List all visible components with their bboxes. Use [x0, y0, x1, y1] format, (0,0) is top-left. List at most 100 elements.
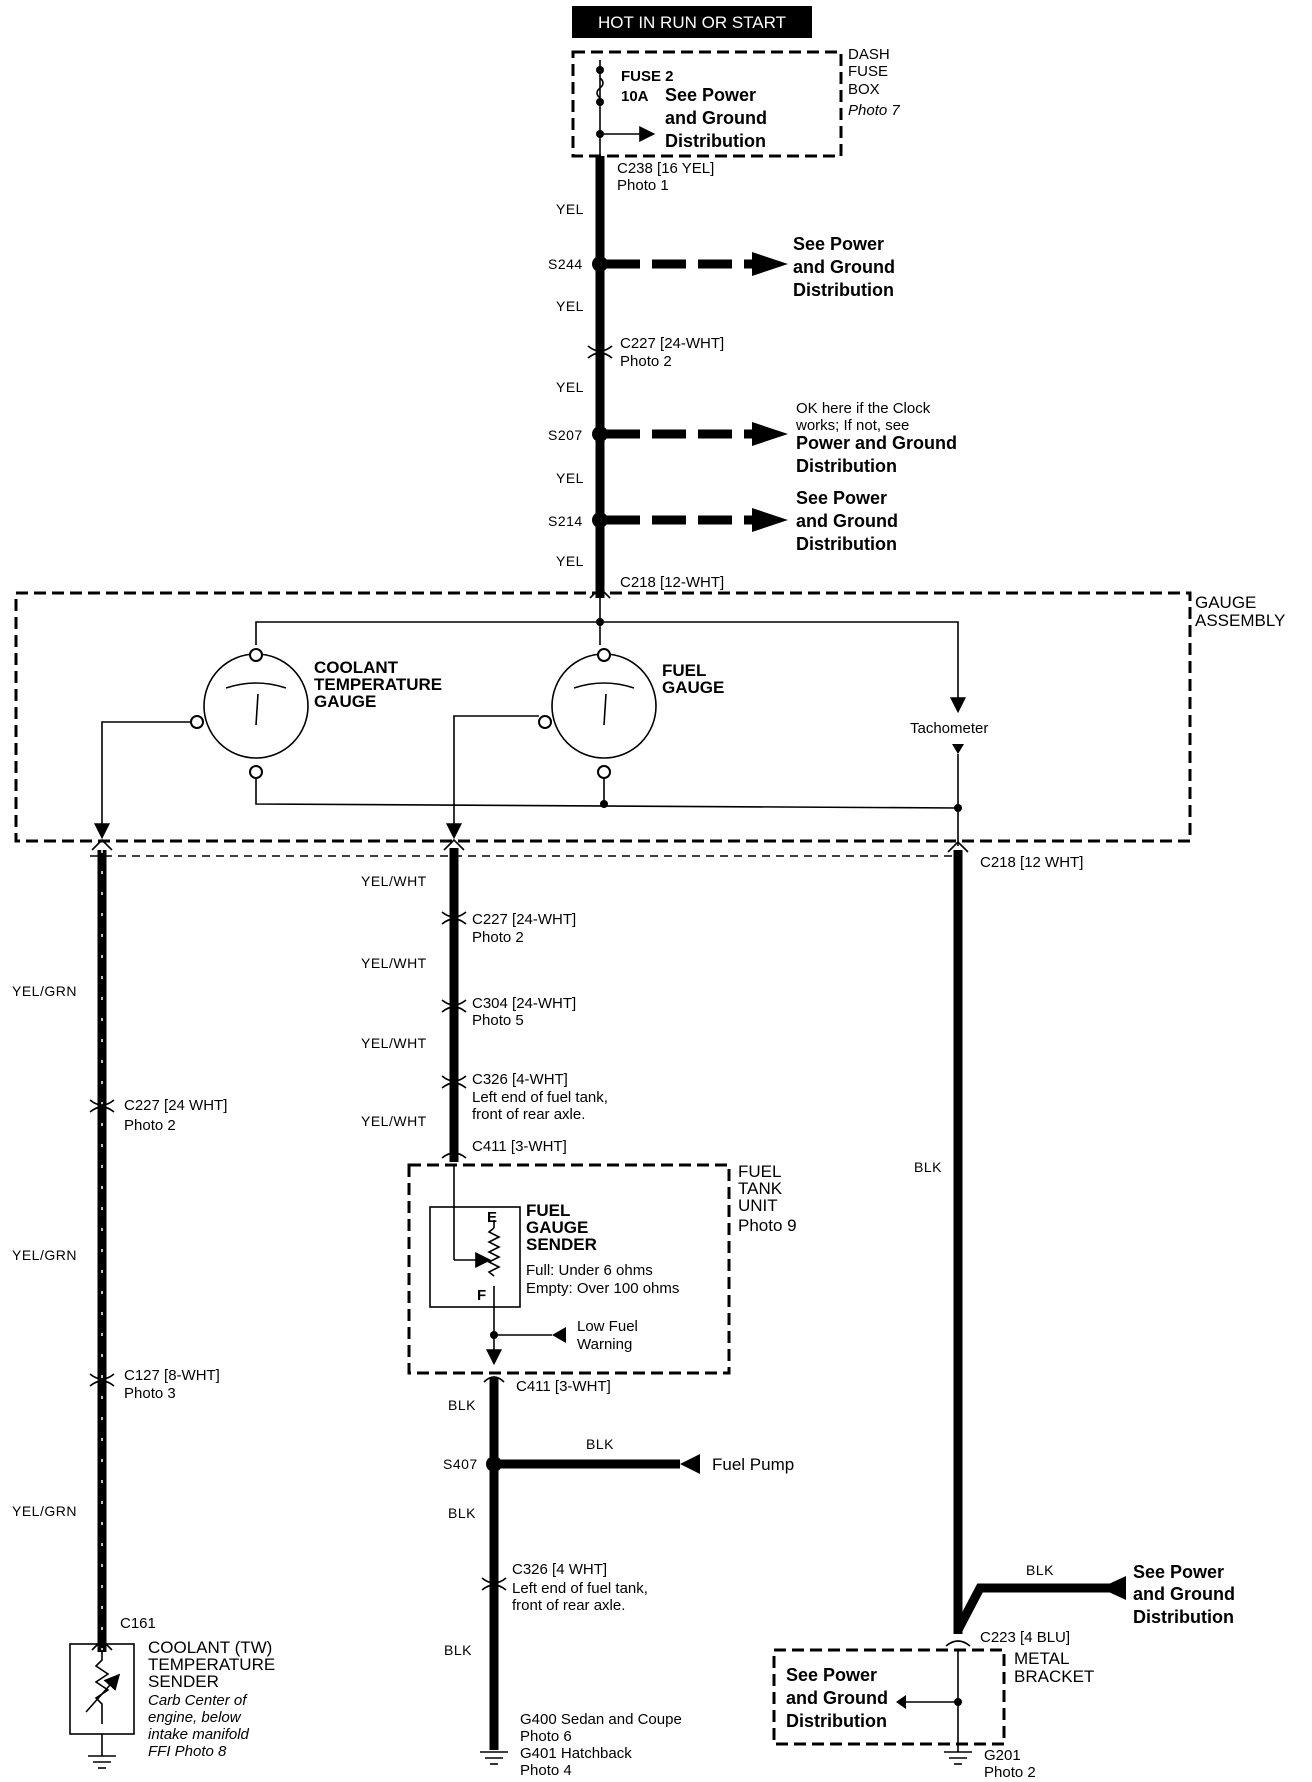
- svg-text:TEMPERATURE: TEMPERATURE: [314, 675, 442, 694]
- fuel-gauge: FUEL GAUGE: [538, 648, 724, 779]
- svg-text:C161: C161: [120, 1615, 156, 1632]
- svg-text:Photo 2: Photo 2: [472, 929, 524, 946]
- svg-text:HOT IN RUN OR START: HOT IN RUN OR START: [598, 13, 786, 32]
- svg-text:YEL/WHT: YEL/WHT: [361, 1113, 427, 1129]
- svg-text:SENDER: SENDER: [148, 1672, 219, 1691]
- svg-text:10A: 10A: [621, 88, 649, 105]
- svg-text:S207: S207: [548, 427, 583, 443]
- svg-text:TANK: TANK: [738, 1179, 783, 1198]
- svg-text:BRACKET: BRACKET: [1014, 1667, 1094, 1686]
- fuel-gauge-sender: E F: [429, 1165, 521, 1308]
- svg-text:See Power: See Power: [786, 1665, 877, 1685]
- svg-text:GAUGE: GAUGE: [314, 692, 376, 711]
- svg-text:YEL/GRN: YEL/GRN: [12, 1247, 77, 1263]
- svg-text:BLK: BLK: [914, 1159, 942, 1175]
- svg-text:C238 [16 YEL]: C238 [16 YEL]: [617, 160, 714, 177]
- svg-text:and Ground: and Ground: [665, 108, 767, 128]
- svg-text:Photo 2: Photo 2: [124, 1117, 176, 1134]
- svg-text:GAUGE: GAUGE: [662, 678, 724, 697]
- coolant-temperature-gauge: COOLANT TEMPERATURE GAUGE: [190, 648, 442, 779]
- yel-main-wire: C238 [16 YEL] Photo 1 YEL S244 See Power…: [548, 156, 957, 599]
- svg-text:Power and Ground: Power and Ground: [796, 433, 957, 453]
- svg-text:F: F: [477, 1287, 486, 1304]
- blk-ground-wire-right: BLK BLK See Power and Ground Distributio…: [914, 840, 1235, 1647]
- svg-text:FUEL: FUEL: [526, 1201, 570, 1220]
- svg-text:C227 [24-WHT]: C227 [24-WHT]: [620, 335, 724, 352]
- svg-text:ASSEMBLY: ASSEMBLY: [1195, 611, 1285, 630]
- svg-text:C223 [4 BLU]: C223 [4 BLU]: [980, 1629, 1070, 1646]
- svg-text:FUSE 2: FUSE 2: [621, 68, 674, 85]
- svg-text:S214: S214: [548, 513, 583, 529]
- svg-text:Distribution: Distribution: [793, 280, 894, 300]
- metal-bracket: METAL BRACKET See Power and Ground Distr…: [772, 1648, 1094, 1781]
- svg-text:GAUGE: GAUGE: [526, 1218, 588, 1237]
- svg-text:C227 [24-WHT]: C227 [24-WHT]: [472, 911, 576, 928]
- yel-grn-wire: YEL/GRN C227 [24 WHT] Photo 2 YEL/GRN C1…: [12, 838, 227, 1652]
- svg-text:See Power: See Power: [793, 234, 884, 254]
- svg-text:BLK: BLK: [448, 1397, 476, 1413]
- coolant-temperature-sender: COOLANT (TW) TEMPERATURE SENDER Carb Cen…: [69, 1638, 275, 1769]
- svg-text:YEL: YEL: [556, 379, 584, 395]
- svg-text:C227 [24 WHT]: C227 [24 WHT]: [124, 1097, 227, 1114]
- svg-text:S244: S244: [548, 256, 583, 272]
- svg-text:OK here if the Clock: OK here if the Clock: [796, 400, 931, 417]
- svg-text:E: E: [487, 1209, 497, 1226]
- svg-text:and Ground: and Ground: [786, 1688, 888, 1708]
- svg-text:YEL/WHT: YEL/WHT: [361, 1035, 427, 1051]
- svg-text:G201: G201: [984, 1747, 1021, 1764]
- svg-text:S407: S407: [443, 1456, 478, 1472]
- svg-text:METAL: METAL: [1014, 1649, 1069, 1668]
- svg-text:Warning: Warning: [577, 1336, 632, 1353]
- svg-text:Distribution: Distribution: [796, 534, 897, 554]
- svg-text:Photo 3: Photo 3: [124, 1385, 176, 1402]
- svg-text:TEMPERATURE: TEMPERATURE: [148, 1655, 275, 1674]
- svg-text:BOX: BOX: [848, 81, 880, 98]
- svg-text:C411 [3-WHT]: C411 [3-WHT]: [516, 1378, 611, 1395]
- svg-text:Photo 2: Photo 2: [620, 353, 672, 370]
- svg-text:engine, below: engine, below: [148, 1709, 242, 1726]
- svg-text:Distribution: Distribution: [786, 1711, 887, 1731]
- svg-text:Photo 1: Photo 1: [617, 177, 669, 194]
- svg-text:COOLANT: COOLANT: [314, 658, 399, 677]
- svg-text:UNIT: UNIT: [738, 1196, 778, 1215]
- blk-ground-wire-center: C411 [3-WHT] BLK S407 BLK Fuel Pump BLK …: [443, 1376, 794, 1779]
- svg-text:FUSE: FUSE: [848, 63, 888, 80]
- svg-text:FFI Photo 8: FFI Photo 8: [148, 1743, 227, 1760]
- gauge-assembly: GAUGE ASSEMBLY COOLANT TEMPERATURE GAUGE: [14, 591, 1285, 857]
- svg-text:C218 [12 WHT]: C218 [12 WHT]: [980, 854, 1083, 871]
- svg-text:C326 [4 WHT]: C326 [4 WHT]: [512, 1561, 607, 1578]
- svg-text:front of rear axle.: front of rear axle.: [512, 1597, 625, 1614]
- svg-text:YEL/GRN: YEL/GRN: [12, 983, 77, 999]
- svg-text:Tachometer: Tachometer: [910, 720, 988, 737]
- svg-text:GAUGE: GAUGE: [1195, 593, 1256, 612]
- svg-text:C411 [3-WHT]: C411 [3-WHT]: [472, 1138, 567, 1155]
- svg-text:BLK: BLK: [586, 1436, 614, 1452]
- svg-text:and Ground: and Ground: [796, 511, 898, 531]
- svg-text:C304 [24-WHT]: C304 [24-WHT]: [472, 995, 576, 1012]
- svg-text:COOLANT (TW): COOLANT (TW): [148, 1638, 272, 1657]
- svg-text:Carb Center of: Carb Center of: [148, 1692, 248, 1709]
- svg-text:G400 Sedan and Coupe: G400 Sedan and Coupe: [520, 1711, 682, 1728]
- svg-text:Full: Under 6 ohms: Full: Under 6 ohms: [526, 1262, 653, 1279]
- svg-text:See Power: See Power: [665, 85, 756, 105]
- svg-text:YEL/WHT: YEL/WHT: [361, 873, 427, 889]
- svg-text:Left end of fuel tank,: Left end of fuel tank,: [512, 1580, 648, 1597]
- svg-text:YEL: YEL: [556, 201, 584, 217]
- svg-text:Photo 5: Photo 5: [472, 1012, 524, 1029]
- svg-text:See Power: See Power: [1133, 1562, 1224, 1582]
- svg-text:FUEL: FUEL: [662, 661, 706, 680]
- svg-text:Photo 9: Photo 9: [738, 1216, 797, 1235]
- svg-text:C127 [8-WHT]: C127 [8-WHT]: [124, 1367, 220, 1384]
- svg-text:YEL: YEL: [556, 553, 584, 569]
- fuel-tank-unit: FUEL TANK UNIT Photo 9 E F FUEL GAUGE SE…: [407, 1162, 797, 1375]
- svg-text:Photo 6: Photo 6: [520, 1728, 572, 1745]
- svg-text:FUEL: FUEL: [738, 1162, 781, 1181]
- svg-text:Distribution: Distribution: [665, 131, 766, 151]
- svg-text:YEL: YEL: [556, 298, 584, 314]
- power-source-header: HOT IN RUN OR START: [572, 6, 812, 38]
- svg-text:works; If not, see: works; If not, see: [795, 417, 909, 434]
- svg-text:BLK: BLK: [1026, 1562, 1054, 1578]
- svg-text:Photo 4: Photo 4: [520, 1762, 572, 1779]
- svg-text:Distribution: Distribution: [1133, 1607, 1234, 1627]
